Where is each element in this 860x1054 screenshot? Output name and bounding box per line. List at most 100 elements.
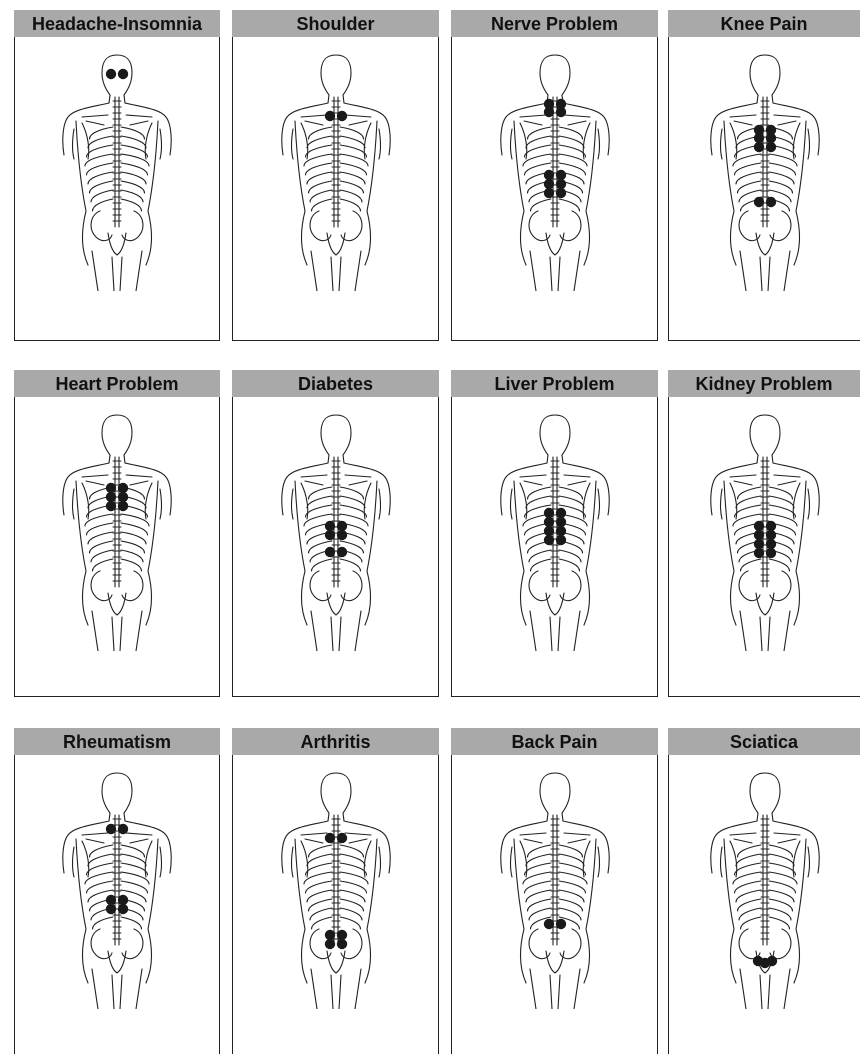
- treatment-point: [543, 535, 553, 545]
- card-heart-problem: Heart Problem: [14, 370, 220, 697]
- card-title: Nerve Problem: [451, 10, 658, 37]
- treatment-point: [765, 530, 775, 540]
- treatment-point: [543, 919, 553, 929]
- card-title: Back Pain: [451, 728, 658, 755]
- card-panel: [451, 755, 658, 1054]
- back-skeleton-diagram-icon: [700, 51, 830, 291]
- card-panel: [232, 755, 439, 1054]
- treatment-point: [543, 517, 553, 527]
- card-title: Shoulder: [232, 10, 439, 37]
- card-title: Diabetes: [232, 370, 439, 397]
- treatment-point: [555, 919, 565, 929]
- treatment-point: [118, 483, 128, 493]
- treatment-point: [753, 530, 763, 540]
- back-skeleton-diagram-icon: [490, 411, 620, 651]
- card-panel: [668, 37, 860, 341]
- treatment-point: [753, 133, 763, 143]
- treatment-point: [555, 170, 565, 180]
- treatment-point: [336, 521, 346, 531]
- treatment-point: [555, 107, 565, 117]
- treatment-point: [555, 526, 565, 536]
- card-panel: [14, 397, 220, 697]
- skeleton-outline: [710, 55, 818, 291]
- card-panel: [451, 397, 658, 697]
- treatment-point: [543, 179, 553, 189]
- card-title: Knee Pain: [668, 10, 860, 37]
- back-skeleton-diagram-icon: [700, 411, 830, 651]
- skeleton-outline: [281, 773, 389, 1009]
- treatment-point: [106, 904, 116, 914]
- back-skeleton-diagram-icon: [52, 769, 182, 1009]
- treatment-point: [106, 501, 116, 511]
- treatment-point: [118, 492, 128, 502]
- card-title: Arthritis: [232, 728, 439, 755]
- treatment-point: [106, 69, 116, 79]
- back-skeleton-diagram-icon: [271, 769, 401, 1009]
- treatment-point: [753, 548, 763, 558]
- treatment-point: [555, 508, 565, 518]
- skeleton-outline: [63, 415, 171, 651]
- treatment-point: [543, 526, 553, 536]
- treatment-point: [324, 939, 334, 949]
- treatment-point: [765, 521, 775, 531]
- card-arthritis: Arthritis: [232, 728, 439, 1054]
- card-title: Liver Problem: [451, 370, 658, 397]
- skeleton-outline: [710, 415, 818, 651]
- card-title: Sciatica: [668, 728, 860, 755]
- card-panel: [14, 755, 220, 1054]
- treatment-point: [336, 930, 346, 940]
- card-title: Heart Problem: [14, 370, 220, 397]
- treatment-point: [753, 142, 763, 152]
- back-skeleton-diagram-icon: [700, 769, 830, 1009]
- treatment-point: [555, 188, 565, 198]
- treatment-point: [765, 133, 775, 143]
- treatment-point: [324, 111, 334, 121]
- treatment-point: [324, 521, 334, 531]
- treatment-point: [106, 492, 116, 502]
- treatment-point: [118, 501, 128, 511]
- treatment-point: [336, 111, 346, 121]
- skeleton-outline: [500, 415, 608, 651]
- treatment-point: [753, 197, 763, 207]
- skeleton-outline: [500, 773, 608, 1009]
- treatment-point: [555, 535, 565, 545]
- treatment-point: [765, 197, 775, 207]
- back-skeleton-diagram-icon: [271, 51, 401, 291]
- card-headache-insomnia: Headache-Insomnia: [14, 10, 220, 341]
- skeleton-outline: [500, 55, 608, 291]
- treatment-point: [324, 930, 334, 940]
- treatment-point: [336, 547, 346, 557]
- treatment-point: [753, 539, 763, 549]
- treatment-point: [106, 895, 116, 905]
- back-skeleton-diagram-icon: [490, 769, 620, 1009]
- card-shoulder: Shoulder: [232, 10, 439, 341]
- card-sciatica: Sciatica: [668, 728, 860, 1054]
- treatment-point: [766, 956, 776, 966]
- treatment-point: [765, 539, 775, 549]
- card-knee-pain: Knee Pain: [668, 10, 860, 341]
- card-title: Kidney Problem: [668, 370, 860, 397]
- back-skeleton-diagram-icon: [490, 51, 620, 291]
- card-kidney-problem: Kidney Problem: [668, 370, 860, 697]
- skeleton-outline: [63, 773, 171, 1009]
- card-title: Rheumatism: [14, 728, 220, 755]
- treatment-point: [324, 833, 334, 843]
- treatment-point: [555, 517, 565, 527]
- treatment-point: [543, 107, 553, 117]
- card-rheumatism: Rheumatism: [14, 728, 220, 1054]
- card-diabetes: Diabetes: [232, 370, 439, 697]
- treatment-point: [336, 939, 346, 949]
- skeleton-outline: [710, 773, 818, 1009]
- treatment-point: [118, 824, 128, 834]
- skeleton-outline: [281, 415, 389, 651]
- card-panel: [668, 397, 860, 697]
- treatment-point: [543, 188, 553, 198]
- treatment-point: [324, 547, 334, 557]
- skeleton-outline: [63, 55, 171, 291]
- card-back-pain: Back Pain: [451, 728, 658, 1054]
- back-skeleton-diagram-icon: [52, 411, 182, 651]
- treatment-point: [765, 548, 775, 558]
- treatment-point: [555, 179, 565, 189]
- card-panel: [668, 755, 860, 1054]
